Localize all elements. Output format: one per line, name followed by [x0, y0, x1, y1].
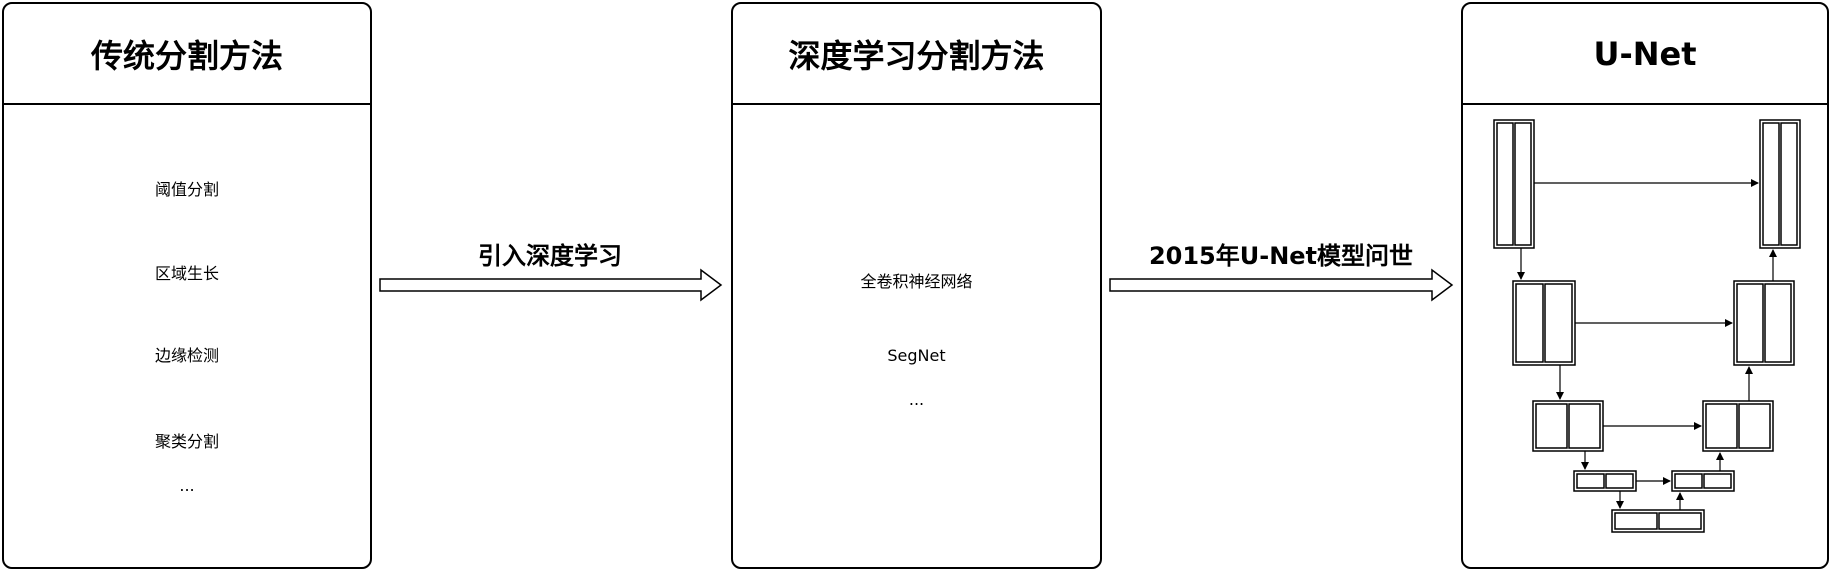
method-threshold: 阈值分割 — [154, 180, 219, 199]
deep-learning-methods-panel: 深度学习分割方法 全卷积神经网络 SegNet ... — [731, 2, 1102, 569]
method-ellipsis: ... — [179, 476, 195, 495]
method-edge-detection: 边缘检测 — [154, 346, 219, 365]
encoder-block-3 — [1532, 400, 1604, 452]
encoder-block-2 — [1512, 280, 1576, 366]
unet-title: U-Net — [1463, 4, 1827, 105]
method-segnet: SegNet — [887, 346, 946, 365]
decoder-block-2 — [1733, 280, 1795, 366]
encoder-block-1 — [1493, 119, 1535, 249]
arrow-label-introduce-deep-learning: 引入深度学习 — [478, 242, 622, 270]
decoder-block-4 — [1671, 470, 1735, 492]
deep-learning-methods-title: 深度学习分割方法 — [733, 4, 1100, 105]
encoder-block-4 — [1573, 470, 1637, 492]
decoder-block-1 — [1759, 119, 1801, 249]
method-clustering: 聚类分割 — [154, 432, 219, 451]
traditional-methods-panel: 传统分割方法 阈值分割 区域生长 边缘检测 聚类分割 ... — [2, 2, 372, 569]
arrow-label-unet-2015: 2015年U-Net模型问世 — [1148, 242, 1414, 270]
method-fcn: 全卷积神经网络 — [860, 272, 973, 291]
bottleneck-block — [1611, 509, 1705, 533]
traditional-methods-title: 传统分割方法 — [4, 4, 370, 105]
decoder-block-3 — [1702, 400, 1774, 452]
method-region-growing: 区域生长 — [154, 264, 219, 283]
method-dl-ellipsis: ... — [908, 390, 925, 409]
